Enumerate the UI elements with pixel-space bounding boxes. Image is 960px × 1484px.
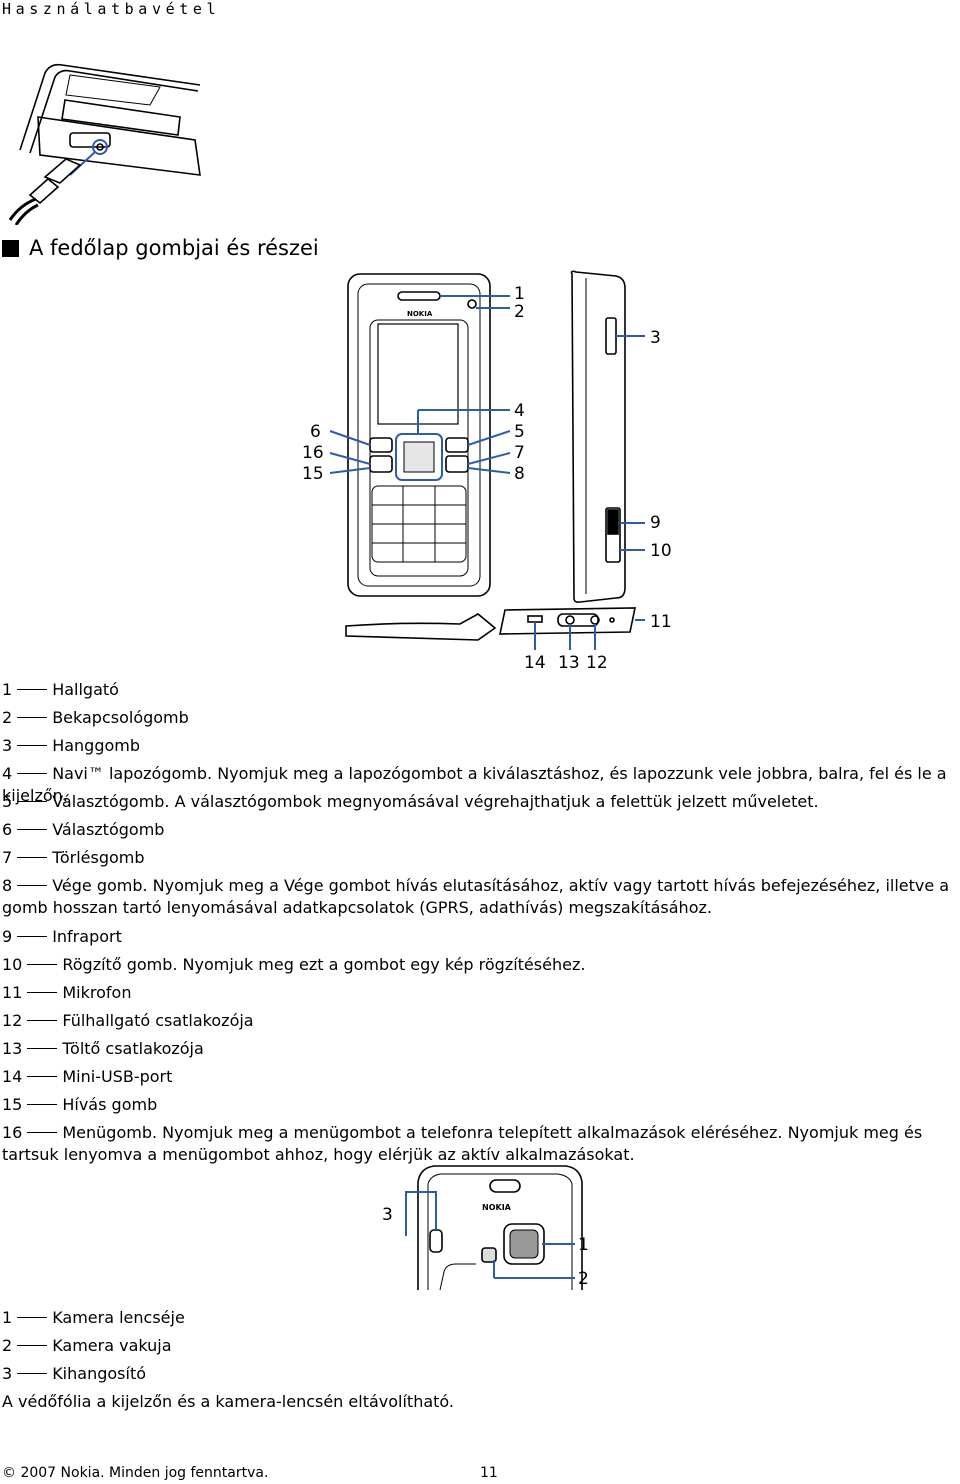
phone-front-diagram: NOKIA 1 2 [302,270,672,673]
callout-label: 6 [310,422,321,442]
callout-label: 2 [514,302,525,322]
callout-label: 11 [650,612,672,632]
nokia-brand-text: NOKIA [407,310,433,318]
section-heading: A fedőlap gombjai és részei [2,236,319,260]
section-heading-text: A fedőlap gombjai és részei [29,236,319,260]
footer: © 2007 Nokia. Minden jog fenntartva. 11 [2,1465,498,1481]
callout-label: 14 [524,653,546,673]
note-text: A védőfólia a kijelzőn és a kamera-lencs… [2,1392,455,1411]
phone-back-diagram: NOKIA 3 1 2 [382,1165,589,1291]
callout-label: 9 [650,513,661,533]
callout-label: 4 [514,401,525,421]
callout-label: 3 [382,1205,393,1225]
callout-label: 16 [302,443,324,463]
callout-label: 10 [650,541,672,561]
running-header: Használatbavétel [2,0,221,18]
callout-label: 3 [650,328,661,348]
callout-label: 12 [586,653,608,673]
copyright-text: © 2007 Nokia. Minden jog fenntartva. [2,1465,269,1481]
callout-label: 2 [578,1269,589,1289]
callout-label: 5 [514,422,525,442]
callout-label: 15 [302,464,324,484]
page-number: 11 [480,1465,498,1481]
callout-label: 7 [514,443,525,463]
callout-label: 13 [558,653,580,673]
callout-label: 8 [514,464,525,484]
callout-label: 1 [578,1235,589,1255]
headset-plug-illustration [8,63,201,225]
bullet-square-icon [2,239,19,257]
nokia-back-brand-text: NOKIA [482,1203,512,1212]
callout-label: 1 [514,284,525,304]
